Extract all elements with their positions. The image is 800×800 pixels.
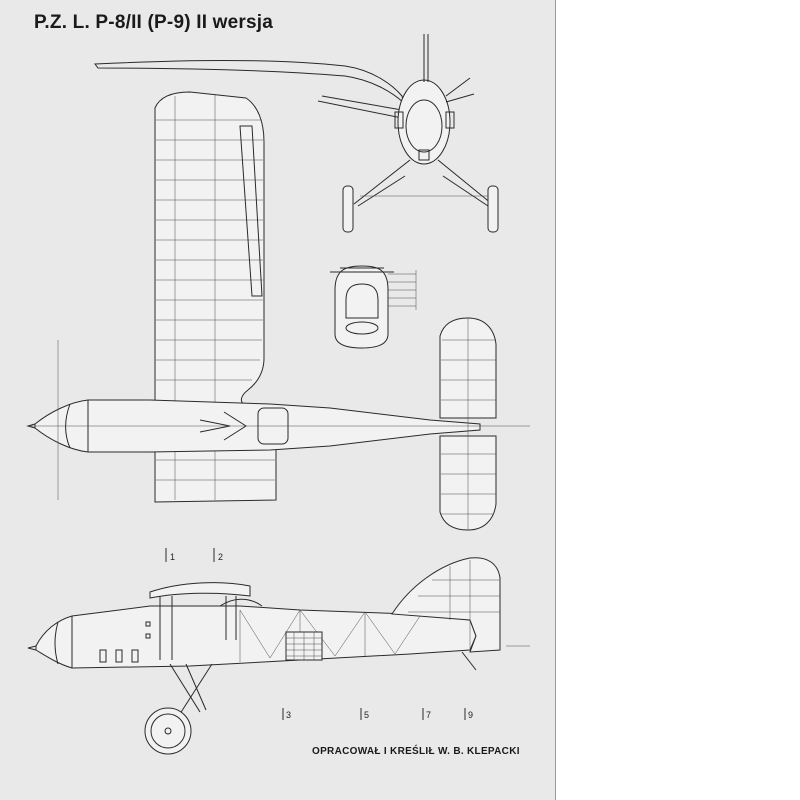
side-view-wheel xyxy=(144,707,192,755)
drawing-sheet: P.Z. L. P-8/II (P-9) II wersja xyxy=(0,0,556,800)
station-label: 7 xyxy=(426,710,431,720)
station-label: 3 xyxy=(286,710,291,720)
station-label: 1 xyxy=(170,552,175,562)
front-view-wing xyxy=(94,60,405,105)
station-label: 9 xyxy=(468,710,473,720)
drawing-credit: OPRACOWAŁ I KREŚLIŁ W. B. KLEPACKI xyxy=(312,746,520,757)
side-view-landing-gear xyxy=(144,663,213,755)
plan-view xyxy=(30,91,530,531)
aircraft-drawing: 1 2 3 5 7 9 xyxy=(26,34,530,755)
side-view xyxy=(35,557,530,755)
side-view-fin xyxy=(391,557,501,653)
front-view-strut xyxy=(317,100,403,119)
station-label: 2 xyxy=(218,552,223,562)
side-view-wing xyxy=(149,582,251,599)
front-view-landing-gear xyxy=(342,159,499,233)
plan-view-spinner xyxy=(26,423,36,429)
side-view-tail-skid xyxy=(461,651,477,671)
station-markers: 1 2 3 5 7 9 xyxy=(165,548,473,720)
plan-view-wing xyxy=(154,91,277,503)
front-view xyxy=(94,34,499,233)
drawing-title: P.Z. L. P-8/II (P-9) II wersja xyxy=(34,12,274,33)
station-label: 5 xyxy=(364,710,369,720)
side-view-spinner xyxy=(27,645,37,651)
plan-view-aileron xyxy=(239,125,263,297)
cross-section-detail xyxy=(330,265,417,349)
